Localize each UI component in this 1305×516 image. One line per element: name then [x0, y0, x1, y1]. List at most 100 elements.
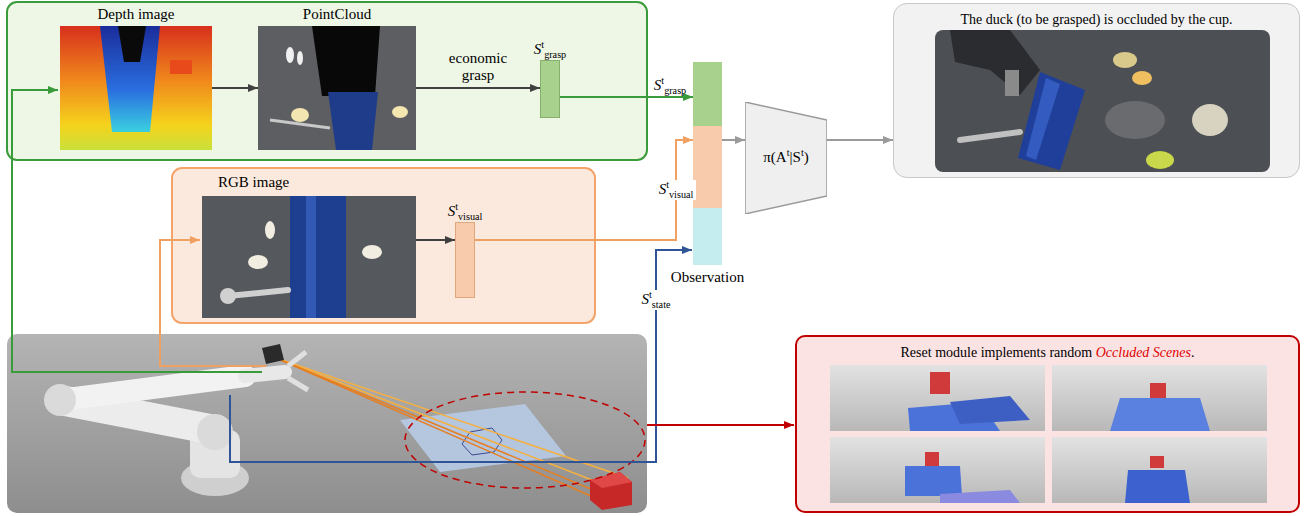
- illustration-part: [1105, 101, 1165, 139]
- text-part: |S: [790, 149, 801, 165]
- rgb-feed-line: [160, 240, 266, 366]
- illustration-part: [276, 358, 622, 502]
- connector: [416, 239, 455, 241]
- pointcloud-image: PointCloud: [258, 26, 416, 150]
- illustration-part: [276, 358, 628, 478]
- policy-label: π(At|St): [763, 149, 808, 166]
- illustration-part: [1005, 70, 1019, 96]
- robot-scene: [44, 344, 645, 510]
- edge-label: Stgrasp: [654, 77, 686, 94]
- illustration-part: [1150, 383, 1166, 399]
- illustration-part: [276, 358, 600, 500]
- text-part: visual: [669, 189, 693, 200]
- illustration-part: [170, 60, 192, 74]
- text-part: S: [654, 77, 662, 93]
- node-label: Depth image: [97, 6, 174, 23]
- illustration-part: [1150, 456, 1164, 468]
- grasp-feature: Stgrasp: [540, 60, 560, 118]
- illustration-part: [362, 245, 382, 259]
- reset-scenes: [830, 365, 1267, 503]
- result-photo: [935, 30, 1270, 172]
- depth-image: Depth image: [60, 26, 212, 150]
- illustration-part: [940, 490, 1020, 503]
- reset-panel-fill: [795, 335, 1300, 513]
- illustration-part: [197, 414, 233, 450]
- illustration-part: [590, 472, 632, 488]
- reset-arrow: [647, 424, 794, 426]
- text-part: S: [448, 203, 456, 219]
- illustration-part: [1052, 365, 1267, 431]
- illustration-part: [312, 26, 380, 96]
- policy-network: π(At|St): [745, 102, 827, 214]
- trapezoid-shape: [745, 102, 827, 214]
- node-label: PointCloud: [303, 6, 371, 23]
- illustration-part: [228, 290, 288, 296]
- illustration-part: [405, 392, 645, 488]
- illustration-part: [1110, 398, 1210, 431]
- illustration-part: [1192, 104, 1228, 136]
- simulation-panel: [7, 334, 647, 513]
- label-holder: economic grasp: [437, 50, 519, 85]
- illustration-part: [44, 384, 76, 416]
- text-part: Occluded Scenes: [1096, 345, 1191, 360]
- connector: [560, 96, 693, 98]
- illustration-part: [220, 288, 236, 304]
- node-label: Observation: [671, 269, 744, 286]
- visual-feature: Stvisual: [455, 222, 475, 298]
- illustration-part: [297, 51, 303, 65]
- text-part: .: [1191, 345, 1195, 360]
- connector: [416, 87, 540, 89]
- illustration-part: [291, 108, 309, 122]
- illustration-part: [960, 132, 1020, 140]
- signal-label: Ststate: [638, 290, 673, 309]
- illustration-part: [950, 30, 1040, 95]
- illustration-part: [590, 472, 632, 510]
- text-part: grasp: [544, 48, 566, 59]
- illustration-part: [290, 196, 346, 318]
- illustration-part: [1146, 151, 1174, 169]
- text-part: t: [541, 39, 544, 50]
- illustration-part: [258, 26, 416, 150]
- illustration-part: [935, 30, 1270, 172]
- text-part: π(A: [763, 149, 786, 165]
- caption: The duck (to be grasped) is occluded by …: [960, 12, 1232, 28]
- connector: [475, 140, 693, 240]
- illustration-part: [905, 466, 962, 496]
- illustration-part: [830, 437, 1045, 503]
- connector: [722, 139, 745, 141]
- text-part: S: [641, 291, 649, 307]
- text-part: ): [804, 149, 809, 165]
- text-part: visual: [458, 210, 482, 221]
- observation-segment: [693, 126, 722, 208]
- rgb-image: RGB image: [202, 196, 416, 318]
- edge-label: Stvisual: [656, 180, 697, 199]
- illustration-part: [118, 26, 146, 62]
- illustration-part: [202, 196, 416, 318]
- illustration-part: [60, 26, 212, 150]
- text-part: t: [649, 290, 652, 301]
- visual-panel: [172, 168, 595, 323]
- caption: Reset module implements random Occluded …: [901, 345, 1195, 361]
- text-part: t: [666, 180, 669, 191]
- illustration-part: [288, 352, 306, 366]
- text-part: Reset module implements random: [901, 345, 1096, 360]
- edge-label: economic grasp: [437, 50, 519, 85]
- text-part: S: [534, 41, 542, 57]
- illustration-part: [392, 106, 408, 118]
- illustration-part: [1052, 437, 1267, 503]
- text-part: t: [661, 75, 664, 86]
- depth-picture: [60, 26, 212, 150]
- illustration-part: [930, 372, 950, 394]
- illustration-part: [270, 120, 330, 128]
- text-part: t: [455, 201, 458, 212]
- observation-vector: Observation: [693, 62, 722, 265]
- rgb-picture: [202, 196, 416, 318]
- illustration-part: [262, 344, 284, 364]
- observation-segment: [693, 208, 722, 265]
- reset-module-panel: Reset module implements random Occluded …: [795, 335, 1300, 513]
- text-part: S: [659, 181, 667, 197]
- illustration-part: [288, 378, 308, 390]
